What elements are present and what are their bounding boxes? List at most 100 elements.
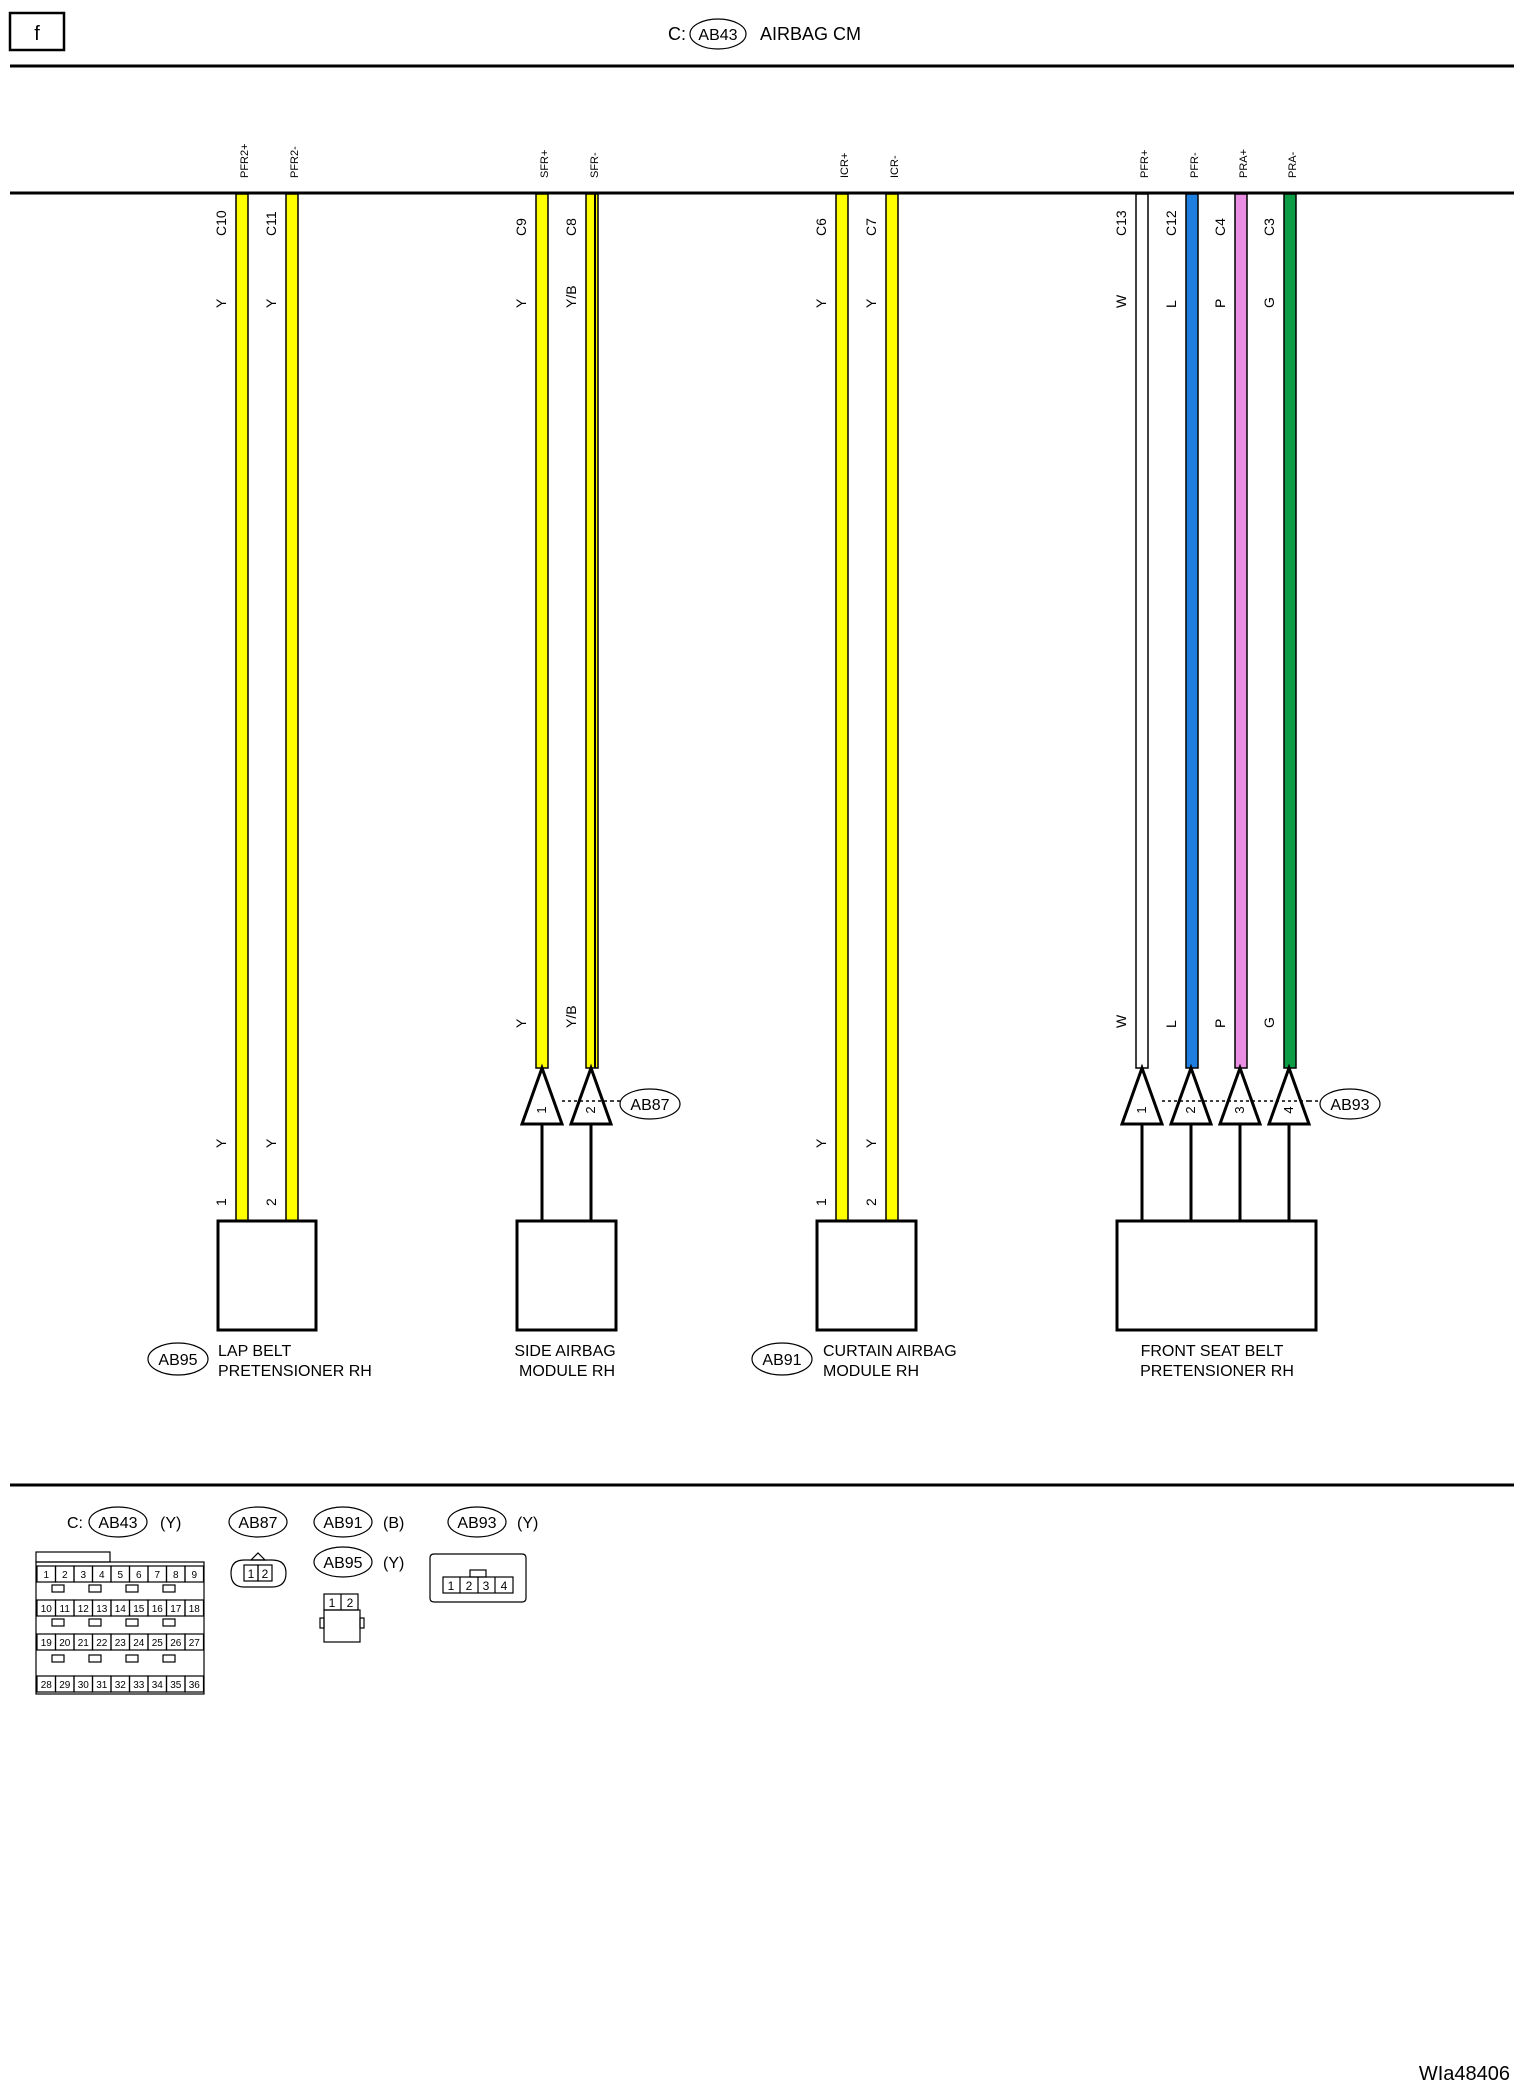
ab43-pin-9: 9 <box>191 1570 197 1581</box>
component-pin-6: 2 <box>863 1198 879 1206</box>
ab87-housing <box>230 1559 287 1588</box>
lap-belt-pretensioner-box <box>216 1219 318 1332</box>
ab95-body <box>323 1609 361 1643</box>
module-pin-8: C12 <box>1163 210 1179 236</box>
wire-10 <box>1283 193 1297 1069</box>
legend-ab95-oval <box>313 1546 373 1578</box>
connector-ab87: 1 2 AB87 <box>519 1063 681 1221</box>
ab93-pin-2-arrow <box>1168 1063 1214 1126</box>
color-code-bottom-9: P <box>1212 1019 1228 1028</box>
ab43-latch-mark <box>162 1584 176 1593</box>
legend-ab91-oval <box>313 1506 373 1538</box>
ab43-pin-27: 27 <box>189 1638 201 1649</box>
ab93-pin-3-arrow <box>1217 1063 1263 1126</box>
legend-ab93-connector-face: 1 2 3 4 <box>429 1553 527 1603</box>
ab87-label: AB87 <box>630 1097 669 1114</box>
ab43-pin-3: 3 <box>80 1570 86 1581</box>
ab43-cell-9 <box>184 1565 205 1583</box>
ab93-oval <box>1319 1088 1381 1120</box>
signal-label-7: PFR+ <box>1139 150 1151 178</box>
ab43-pin-28: 28 <box>41 1680 53 1691</box>
lap-belt-label-1: LAP BELT <box>218 1343 291 1360</box>
signal-label-9: PRA+ <box>1238 149 1250 178</box>
ab95-face-pin-2: 2 <box>347 1596 354 1610</box>
ab43-pin-15: 15 <box>133 1604 145 1615</box>
color-code-top-8: L <box>1163 300 1179 308</box>
color-code-bottom-8: L <box>1163 1020 1179 1028</box>
ab43-pin-11: 11 <box>60 1604 71 1615</box>
color-code-top-7: W <box>1113 294 1129 308</box>
module-pin-4: C8 <box>563 218 579 236</box>
wire-8 <box>1185 193 1199 1069</box>
color-code-bottom-2: Y <box>263 1138 279 1148</box>
ab43-pin-18: 18 <box>189 1604 201 1615</box>
module-pin-7: C13 <box>1113 210 1129 236</box>
ab93-housing <box>429 1553 527 1603</box>
ab87-pin-2-arrow <box>568 1063 614 1126</box>
curtain-airbag-module-box <box>815 1219 918 1332</box>
signal-label-2: PFR2- <box>289 146 301 178</box>
ab91-oval <box>751 1342 813 1376</box>
ab87-pin-1-label: 1 <box>534 1106 549 1113</box>
ab95-face-pin-1: 1 <box>329 1596 336 1610</box>
module-pin-10: C3 <box>1261 218 1277 236</box>
color-code-top-5: Y <box>813 298 829 308</box>
ab43-pin-23: 23 <box>115 1638 127 1649</box>
ab43-latch-mark <box>51 1584 65 1593</box>
ab43-pin-4: 4 <box>99 1570 105 1581</box>
ab43-pin-5: 5 <box>117 1570 123 1581</box>
ab43-pin-20: 20 <box>59 1638 71 1649</box>
legend-ab43-color: (Y) <box>160 1515 181 1532</box>
legend-ab95-connector-face: 1 2 <box>319 1593 365 1643</box>
wires-layer: PFR2+C10YY1PFR2-C11YY2SFR+C9YYSFR-C8Y/BY… <box>213 143 1299 1222</box>
signal-label-5: ICR+ <box>839 153 851 178</box>
ab93-pin-4-arrow <box>1266 1063 1312 1126</box>
ab43-pin-13: 13 <box>96 1604 108 1615</box>
curtain-airbag-label-1: CURTAIN AIRBAG <box>823 1343 957 1360</box>
side-airbag-label-2: MODULE RH <box>519 1363 615 1380</box>
ab87-pin-1-arrow <box>519 1063 565 1126</box>
legend-ab93-oval <box>447 1506 507 1538</box>
color-code-bottom-3: Y <box>513 1018 529 1028</box>
wire-3 <box>535 193 549 1069</box>
legend-ab93-color: (Y) <box>517 1515 538 1532</box>
ab43-cell-36 <box>184 1675 205 1693</box>
ab93-face-pin-1: 1 <box>448 1579 455 1593</box>
ab93-label: AB93 <box>1330 1097 1369 1114</box>
ab43-pin-25: 25 <box>152 1638 164 1649</box>
legend-ab43-oval <box>88 1506 148 1538</box>
ab93-latch <box>469 1569 487 1578</box>
ab43-latch <box>35 1551 111 1563</box>
color-code-top-10: G <box>1261 297 1277 308</box>
color-code-top-4: Y/B <box>563 285 579 308</box>
color-code-bottom-7: W <box>1113 1014 1129 1028</box>
page-tag-box <box>8 11 66 52</box>
ab95-side-latch-left <box>319 1617 325 1629</box>
page-tag: f <box>34 23 40 45</box>
ab93-pin-1-label: 1 <box>1134 1106 1149 1113</box>
ab93-face-pin-3: 3 <box>483 1579 490 1593</box>
ab43-pin-30: 30 <box>78 1680 90 1691</box>
ab95-label: AB95 <box>158 1352 197 1369</box>
ab43-pin-10: 10 <box>41 1604 53 1615</box>
ab43-pin-14: 14 <box>115 1604 127 1615</box>
ab93-face-pin-2: 2 <box>466 1579 473 1593</box>
curtain-airbag-label-2: MODULE RH <box>823 1363 919 1380</box>
ab43-pin-6: 6 <box>136 1570 142 1581</box>
header-title: AIRBAG CM <box>760 24 861 44</box>
ab95-oval <box>147 1342 209 1376</box>
ab43-latch-mark <box>125 1618 139 1627</box>
ab43-cell-27 <box>184 1633 205 1651</box>
wire-1 <box>235 193 249 1222</box>
figure-id: WIa48406 <box>1419 2063 1510 2085</box>
legend-ab91-id: AB91 <box>323 1515 362 1532</box>
wire-2 <box>285 193 299 1222</box>
ab43-pin-21: 21 <box>78 1638 90 1649</box>
ab87-latch <box>249 1552 267 1561</box>
signal-label-10: PRA- <box>1287 151 1299 178</box>
legend-ab87-id: AB87 <box>238 1515 277 1532</box>
ab43-latch-mark <box>162 1618 176 1627</box>
ab43-pin-34: 34 <box>152 1680 164 1691</box>
legend-ab87-connector-face: 1 2 <box>230 1552 287 1588</box>
